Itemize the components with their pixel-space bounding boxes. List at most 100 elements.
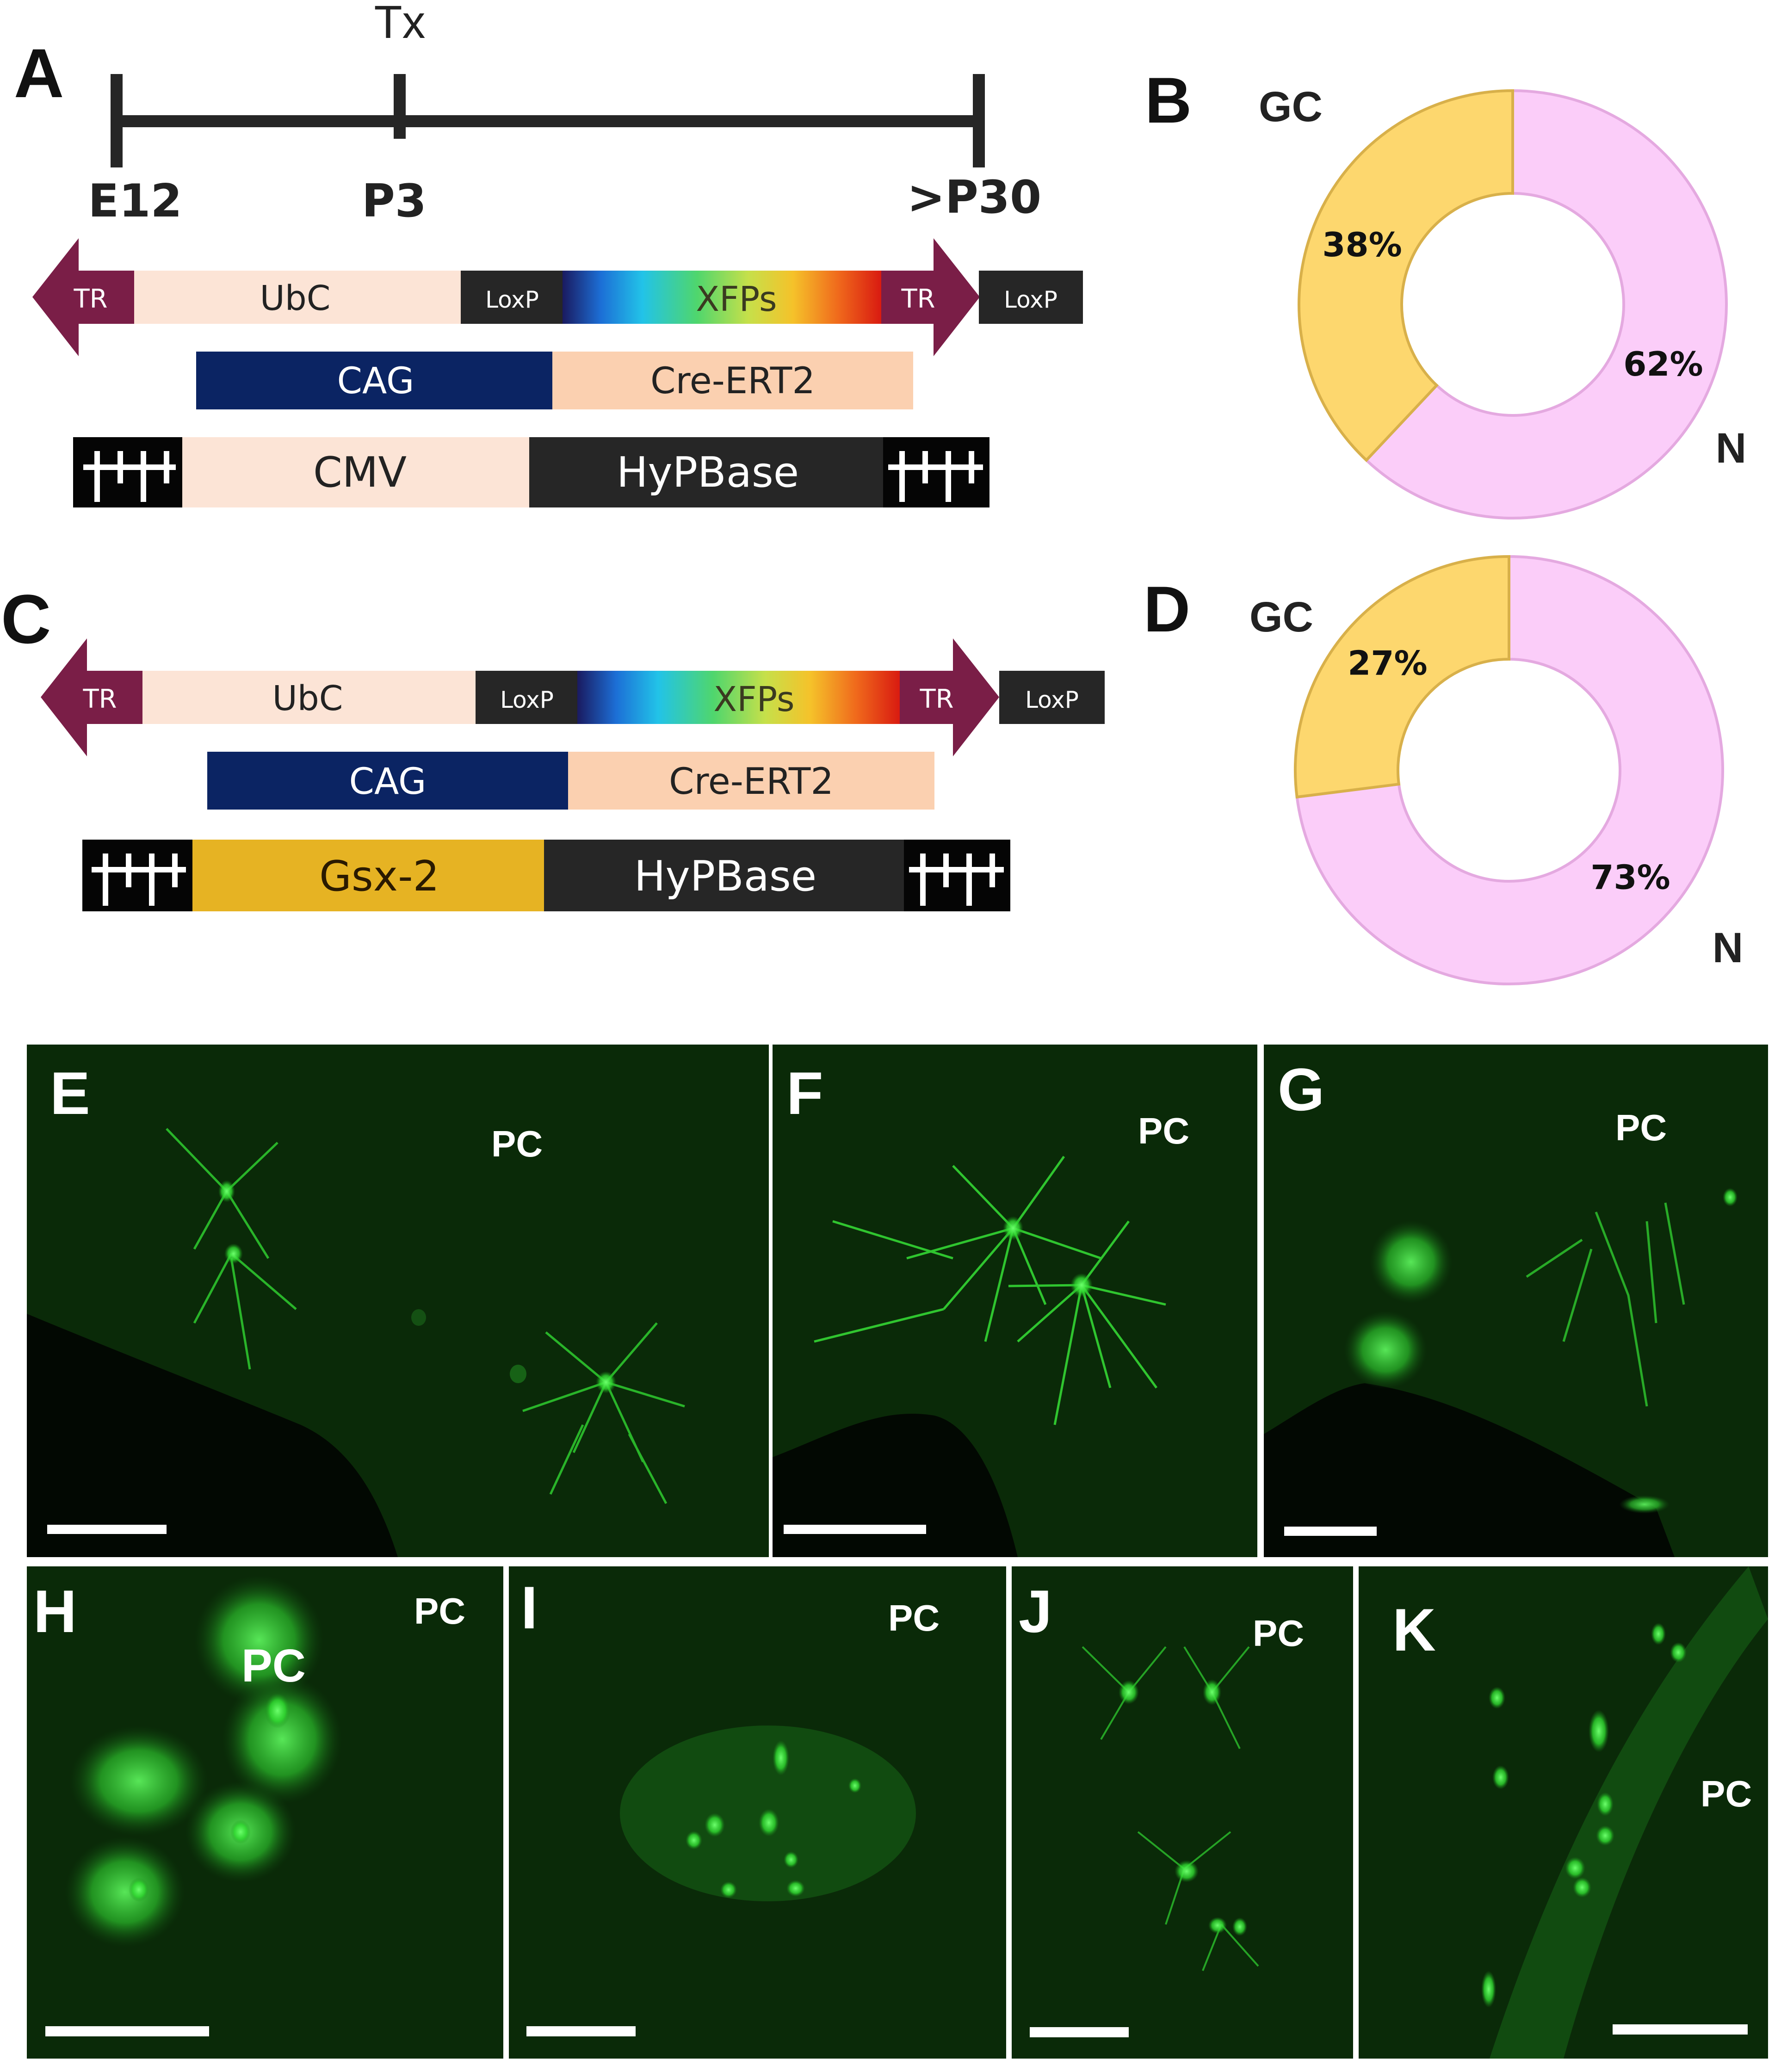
micrograph-label-pc: PC — [491, 1123, 543, 1164]
donut-category-label-n: N — [1716, 425, 1746, 472]
scale-bar — [1030, 2027, 1129, 2037]
segment-cre-ert2 — [552, 352, 913, 409]
segment-xfps — [563, 271, 883, 324]
donut-slice-gc — [1298, 89, 1514, 463]
segment-xfps — [577, 671, 901, 724]
panel-b: B 62% 38% GC N — [1145, 64, 1746, 520]
segment-cmv — [182, 437, 529, 507]
donut-slice-n — [1364, 89, 1728, 520]
panel-letter-a: A — [14, 34, 64, 112]
segment-gsx2 — [192, 840, 544, 911]
construct-a-transposase-vector: CMV HyPBase — [73, 437, 989, 507]
panel-letter-b: B — [1145, 64, 1192, 136]
construct-c-cre-vector: CAG Cre-ERT2 — [207, 752, 934, 810]
micrograph-label-pc: PC — [1701, 1773, 1752, 1814]
segment-tr-left — [41, 638, 142, 756]
donut-percent-label: 73% — [1590, 858, 1670, 897]
construct-a-xfp-vector: TR UbC LoxP XFPs TR LoxP — [32, 238, 1083, 356]
timeline: Tx E12 P3 >P30 — [88, 0, 1041, 228]
label-tr-right: TR — [919, 684, 953, 714]
segment-cag — [207, 752, 568, 810]
segment-tr-right — [881, 238, 980, 356]
label-cag: CAG — [337, 360, 414, 402]
itr-right-icon — [909, 854, 1004, 906]
scale-bar — [47, 1525, 167, 1534]
segment-loxp-end — [999, 671, 1105, 724]
micrograph-k: K PC — [1359, 1566, 1768, 2059]
segment-loxp — [476, 671, 578, 724]
donut-percent-label: 38% — [1322, 225, 1402, 264]
timeline-tick-label-p30: >P30 — [907, 171, 1041, 224]
label-tr-left: TR — [82, 684, 117, 714]
panel-letter-i: I — [521, 1574, 538, 1641]
panel-letter-e: E — [50, 1059, 90, 1127]
label-loxp: LoxP — [500, 687, 554, 713]
segment-ubc — [134, 671, 476, 724]
itr-right-icon — [888, 451, 983, 502]
itr-left-icon — [83, 451, 176, 502]
panel-d: D 73% 27% GC N — [1144, 555, 1743, 985]
segment-loxp-end — [979, 271, 1083, 324]
label-cre-ert2: Cre-ERT2 — [669, 761, 834, 803]
donut-chart-b: 62% 38% GC N — [1259, 83, 1746, 520]
donut-percent-label: 27% — [1348, 644, 1427, 683]
segment-hypbase — [544, 840, 904, 911]
timeline-tx-label: Tx — [374, 0, 425, 48]
label-loxp-end: LoxP — [1004, 286, 1057, 313]
label-xfps: XFPs — [696, 279, 777, 319]
panel-letter-h: H — [33, 1577, 77, 1645]
donut-slice-gc — [1294, 555, 1510, 799]
donut-percent-label: 62% — [1623, 345, 1703, 383]
label-hypbase: HyPBase — [634, 852, 816, 901]
scale-bar — [526, 2026, 636, 2036]
label-gsx2: Gsx-2 — [319, 852, 439, 901]
panel-letter-k: K — [1392, 1596, 1436, 1664]
micrograph-j: J PC — [1012, 1566, 1353, 2059]
scale-bar — [1613, 2024, 1748, 2035]
micrograph-label-pc: PC — [1253, 1613, 1304, 1654]
panel-c: C TR UbC LoxP XFPs TR LoxP CAG Cre-ERT2 — [1, 580, 1105, 911]
scale-bar — [1284, 1527, 1377, 1536]
panel-letter-c: C — [1, 580, 51, 658]
micrograph-label-pc: PC — [414, 1590, 465, 1632]
scale-bar — [45, 2026, 209, 2036]
donut-category-label-gc: GC — [1259, 83, 1323, 130]
label-ubc: UbC — [260, 278, 331, 318]
donut-category-label-gc: GC — [1249, 594, 1313, 641]
label-cre-ert2: Cre-ERT2 — [650, 360, 815, 402]
scale-bar — [784, 1525, 926, 1534]
panel-a: A Tx E12 P3 >P30 TR UbC LoxP XFPs TR Lox… — [14, 0, 1083, 507]
panel-letter-g: G — [1278, 1056, 1324, 1123]
construct-c-transposase-vector: Gsx-2 HyPBase — [82, 840, 1010, 911]
segment-loxp — [461, 271, 563, 324]
label-tr-left: TR — [73, 284, 107, 314]
micrograph-g: G PC — [1264, 1045, 1768, 1557]
micrograph-f: F PC — [773, 1045, 1257, 1557]
segment-cag — [196, 352, 552, 409]
timeline-tick-label-p3: P3 — [362, 175, 427, 228]
panel-letter-j: J — [1019, 1577, 1052, 1645]
micrograph-i: I PC — [509, 1566, 1006, 2059]
construct-a-cre-vector: CAG Cre-ERT2 — [196, 352, 913, 409]
label-cmv: CMV — [313, 448, 407, 497]
donut-chart-d: 73% 27% GC N — [1249, 555, 1743, 985]
panel-letter-f: F — [786, 1059, 823, 1127]
construct-c-xfp-vector: TR UbC LoxP XFPs TR LoxP — [41, 638, 1105, 756]
label-hypbase: HyPBase — [617, 448, 799, 497]
micrograph-label-pc-inner: PC — [241, 1640, 306, 1692]
timeline-tick-label-e12: E12 — [88, 175, 182, 228]
label-xfps: XFPs — [713, 680, 794, 719]
segment-ubc — [125, 271, 463, 324]
itr-left-icon — [92, 854, 186, 906]
micrograph-label-pc: PC — [888, 1597, 940, 1639]
segment-cre-ert2 — [568, 752, 934, 810]
donut-slice-n — [1295, 555, 1724, 985]
donut-category-label-n: N — [1713, 924, 1743, 971]
label-loxp-end: LoxP — [1025, 687, 1079, 713]
label-loxp: LoxP — [485, 286, 539, 313]
segment-tr-left — [32, 238, 134, 356]
label-tr-right: TR — [901, 284, 935, 314]
panel-letter-d: D — [1144, 573, 1190, 645]
micrograph-label-pc: PC — [1138, 1110, 1189, 1151]
